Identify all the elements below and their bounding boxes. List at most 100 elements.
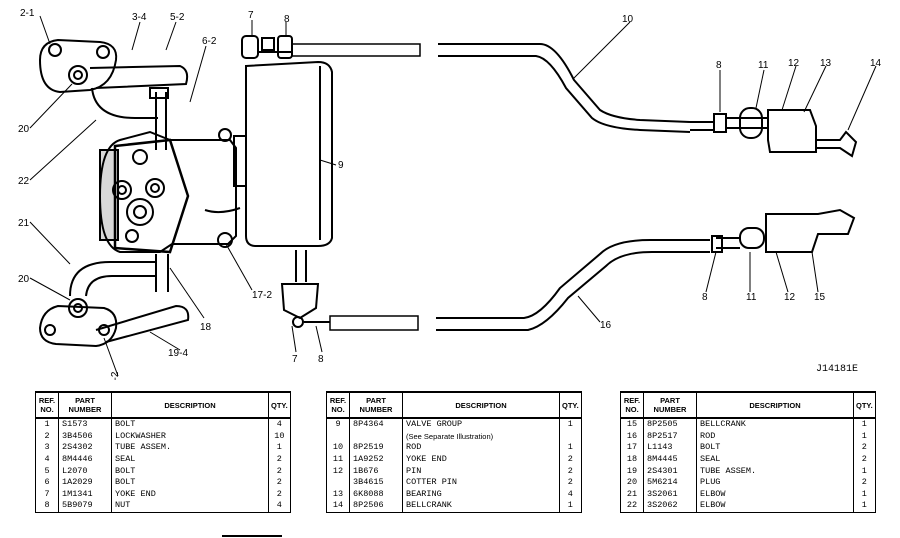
qty-cell: 2 — [268, 488, 291, 501]
callout-13: 13 — [820, 58, 832, 69]
description-cell: BELLCRANK — [402, 500, 560, 513]
flange-hole — [96, 45, 110, 59]
part-number-header: PART NUMBER — [349, 391, 403, 419]
ref-number-cell: 22 — [620, 500, 644, 513]
description-header: DESCRIPTION — [402, 391, 560, 419]
lower-flange — [38, 304, 118, 348]
description-cell: PIN — [402, 465, 560, 477]
qty-cell: 2 — [268, 453, 291, 466]
description-cell: YOKE END — [402, 453, 560, 466]
qty-header: QTY. — [268, 391, 291, 419]
upper-flange — [38, 38, 118, 94]
page-edge-rule — [222, 535, 282, 537]
callout-19-4: 19-4 — [168, 348, 188, 359]
parts-exploded-diagram: 2-1 3-4 5-2 6-2 7 8 10 8 11 12 13 14 20 … — [18, 8, 882, 380]
part-number-cell: 8P2517 — [643, 430, 697, 443]
rod-10 — [438, 43, 691, 123]
callout-11: 11 — [746, 292, 757, 303]
part-number-cell: 3S2061 — [643, 488, 697, 501]
description-cell: PLUG — [696, 476, 854, 489]
callout-22: 22 — [18, 176, 30, 187]
bellcrank-14 — [767, 109, 817, 153]
description-cell: ELBOW — [696, 500, 854, 513]
callout-9: 9 — [338, 160, 344, 171]
ref-number-cell: 10 — [326, 442, 350, 454]
description-cell: COTTER PIN — [402, 476, 560, 489]
callout-12: 12 — [788, 58, 800, 69]
ref-number-cell: 6 — [35, 476, 59, 489]
description-cell: LOCKWASHER — [111, 430, 269, 443]
table-row: (See Separate Illustration) — [326, 430, 582, 443]
qty-cell: 2 — [853, 442, 876, 454]
qty-cell: 1 — [853, 500, 876, 513]
qty-cell — [559, 430, 582, 443]
description-cell: SEAL — [696, 453, 854, 466]
ref-number-cell — [326, 476, 350, 489]
ref-number-cell: 4 — [35, 453, 59, 466]
callout-8: 8 — [284, 14, 290, 25]
qty-cell: 1 — [853, 430, 876, 443]
part-number-cell: 1A9252 — [349, 453, 403, 466]
upper-elbow — [91, 87, 158, 119]
ref-number-cell: 21 — [620, 488, 644, 501]
callout-7: 7 — [248, 10, 254, 21]
callout-8: 8 — [702, 292, 708, 303]
callout-1-2: 1-2 — [110, 371, 121, 380]
rod-10-left — [291, 43, 421, 57]
part-number-cell — [349, 430, 403, 443]
flange-hole — [48, 43, 62, 57]
description-cell: BOLT — [111, 418, 269, 431]
callout-7: 7 — [292, 354, 298, 365]
figure-id: J14181E — [816, 364, 859, 375]
callout-8: 8 — [716, 60, 722, 71]
part-number-cell: 5M6214 — [643, 476, 697, 489]
callout-15: 15 — [814, 292, 826, 303]
part-number-cell: 8M4446 — [58, 453, 112, 466]
part-number-cell: 8P4364 — [349, 418, 403, 431]
ref-number-cell: 18 — [620, 453, 644, 466]
callout-21: 21 — [18, 218, 30, 229]
part-number-cell: 2S4301 — [643, 465, 697, 477]
plug-upper — [68, 65, 88, 85]
description-header: DESCRIPTION — [696, 391, 854, 419]
qty-cell: 1 — [559, 442, 582, 454]
qty-cell: 2 — [268, 465, 291, 477]
qty-cell: 1 — [559, 500, 582, 513]
ref-number-cell: 17 — [620, 442, 644, 454]
bellcrank-15 — [765, 208, 856, 253]
qty-cell: 4 — [559, 488, 582, 501]
description-cell: ROD — [696, 430, 854, 443]
part-number-cell: 8P2505 — [643, 418, 697, 431]
ref-number-cell: 7 — [35, 488, 59, 501]
qty-cell: 2 — [559, 476, 582, 489]
description-cell: VALVE GROUP — [402, 418, 560, 431]
description-cell: ROD — [402, 442, 560, 454]
rod-16 — [436, 239, 710, 319]
qty-cell: 1 — [853, 465, 876, 477]
description-cell: BOLT — [111, 476, 269, 489]
lower-tube — [95, 304, 190, 343]
ref-number-cell: 9 — [326, 418, 350, 431]
ref-header: REF. NO. — [326, 391, 350, 419]
description-cell: (See Separate Illustration) — [402, 430, 560, 443]
qty-cell: 1 — [853, 418, 876, 431]
ref-number-cell: 2 — [35, 430, 59, 443]
qty-cell: 2 — [853, 476, 876, 489]
qty-cell: 1 — [853, 488, 876, 501]
part-number-cell: 1A2029 — [58, 476, 112, 489]
callout-20: 20 — [18, 124, 30, 135]
parts-table-3: REF. NO. PART NUMBER DESCRIPTION QTY. 15… — [620, 391, 876, 513]
ref-number-cell: 20 — [620, 476, 644, 489]
callout-17-2: 17-2 — [252, 290, 272, 301]
